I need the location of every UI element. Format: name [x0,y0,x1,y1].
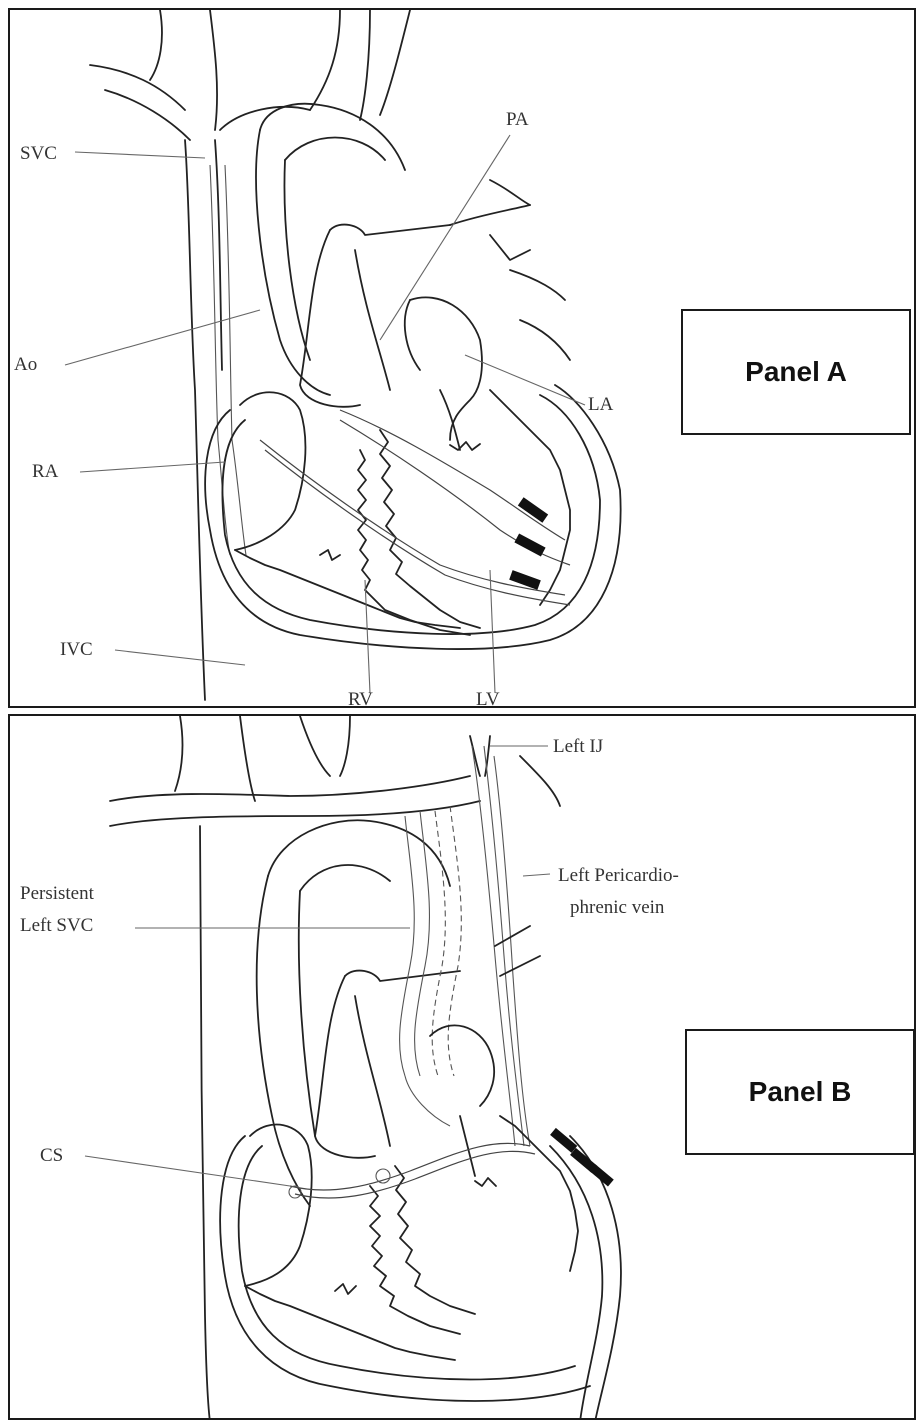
label-lv: LV [476,690,500,708]
panel-b-title: Panel B [749,1076,852,1108]
label-persistent-line1: Persistent [20,884,94,903]
panel-a-title: Panel A [745,356,847,388]
label-ra: RA [32,462,58,481]
label-ivc: IVC [60,640,93,659]
label-ao: Ao [14,355,37,374]
label-cs: CS [40,1146,63,1165]
label-pa: PA [506,110,529,129]
label-persistent-line2: Left SVC [20,916,93,935]
label-pericardiophrenic-line1: Left Pericardio- [558,866,679,885]
panel-a-title-box: Panel A [681,309,911,435]
label-la: LA [588,395,613,414]
label-pericardiophrenic-line2: phrenic vein [570,898,664,917]
label-rv: RV [348,690,373,708]
panel-a: SVC PA Ao LA RA IVC RV LV Panel A [8,8,916,708]
panel-b-title-box: Panel B [685,1029,915,1155]
label-svc: SVC [20,144,57,163]
panel-b: Left IJ Left Pericardio- phrenic vein Pe… [8,714,916,1420]
label-left-ij: Left IJ [553,737,603,756]
